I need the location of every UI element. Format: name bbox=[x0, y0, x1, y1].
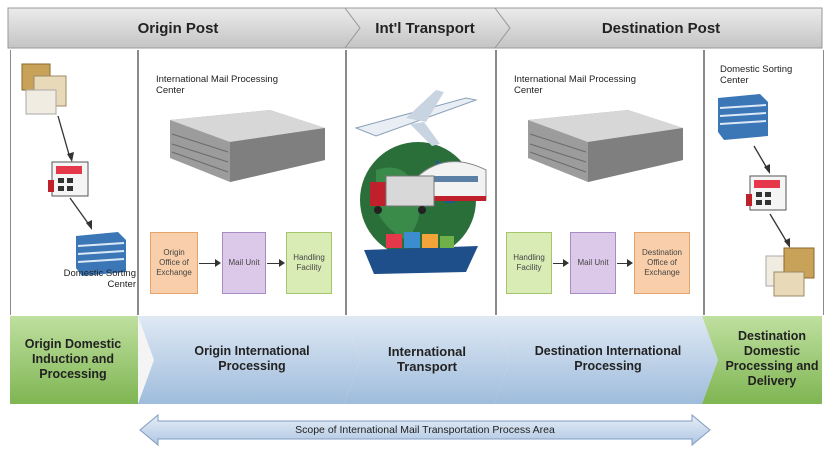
destination-domestic-illustration bbox=[718, 94, 815, 297]
truck-icon bbox=[370, 175, 435, 214]
origin-arrow-2 bbox=[267, 259, 285, 267]
origin-domestic-illustration bbox=[21, 63, 126, 276]
transport-illustration bbox=[354, 90, 487, 274]
stage-3-shape bbox=[344, 316, 510, 404]
stage-origin-domestic: Origin Domestic Induction and Processing bbox=[24, 336, 122, 381]
stage-destination-domestic: Destination Domestic Processing and Deli… bbox=[725, 329, 819, 388]
header-origin-post: Origin Post bbox=[137, 19, 219, 37]
origin-center-label: International Mail Processing Center bbox=[156, 74, 278, 96]
destination-arrow-1 bbox=[553, 259, 569, 267]
scope-double-arrow bbox=[139, 413, 711, 447]
stage-bar bbox=[10, 316, 822, 404]
origin-handling-facility-box: Handling Facility bbox=[286, 232, 332, 294]
origin-mail-unit-box: Mail Unit bbox=[222, 232, 266, 294]
destination-office-of-exchange-box: Destination Office of Exchange bbox=[634, 232, 690, 294]
header-destination-shape bbox=[494, 7, 823, 49]
stage-international-transport: International Transport bbox=[387, 344, 466, 374]
flow-arrow-4 bbox=[769, 213, 789, 245]
stage-origin-international: Origin International Processing bbox=[194, 344, 310, 373]
origin-arrow-1 bbox=[199, 259, 221, 267]
sorting-center-building-icon bbox=[76, 232, 126, 276]
header-intl-transport: Int'l Transport bbox=[375, 19, 475, 37]
origin-sorting-center-label: Domestic Sorting Center bbox=[63, 268, 136, 290]
postage-meter-icon bbox=[48, 161, 89, 197]
destination-processing-building-icon bbox=[528, 110, 683, 182]
airplane-icon bbox=[354, 90, 478, 146]
postage-meter-icon bbox=[746, 175, 787, 211]
destination-arrow-2 bbox=[617, 259, 633, 267]
stage-destination-international: Destination International Processing bbox=[534, 344, 682, 373]
header-destination-post: Destination Post bbox=[601, 19, 721, 37]
ship-icon bbox=[364, 232, 478, 274]
stage-labels: Origin Domestic Induction and Processing… bbox=[0, 315, 830, 405]
parcels-icon bbox=[21, 63, 67, 115]
parcels-icon bbox=[765, 247, 815, 297]
stage-4-shape bbox=[494, 316, 718, 404]
destination-sorting-center-label: Domestic Sorting Center bbox=[720, 64, 793, 86]
origin-processing-building-icon bbox=[170, 110, 325, 182]
destination-mail-unit-box: Mail Unit bbox=[570, 232, 616, 294]
destination-handling-facility-box: Handling Facility bbox=[506, 232, 552, 294]
stage-1-shape bbox=[10, 316, 138, 404]
stage-2-shape bbox=[138, 316, 360, 404]
destination-center-label: International Mail Processing Center bbox=[514, 74, 636, 96]
flow-arrow-3 bbox=[753, 145, 769, 171]
scope-label: Scope of International Mail Transportati… bbox=[295, 424, 555, 436]
flow-arrow-2 bbox=[69, 197, 91, 227]
flow-arrow-1 bbox=[57, 115, 71, 159]
header-bar bbox=[7, 7, 823, 49]
sorting-center-building-icon bbox=[718, 94, 768, 140]
origin-office-of-exchange-box: Origin Office of Exchange bbox=[150, 232, 198, 294]
stage-5-shape bbox=[702, 316, 822, 404]
